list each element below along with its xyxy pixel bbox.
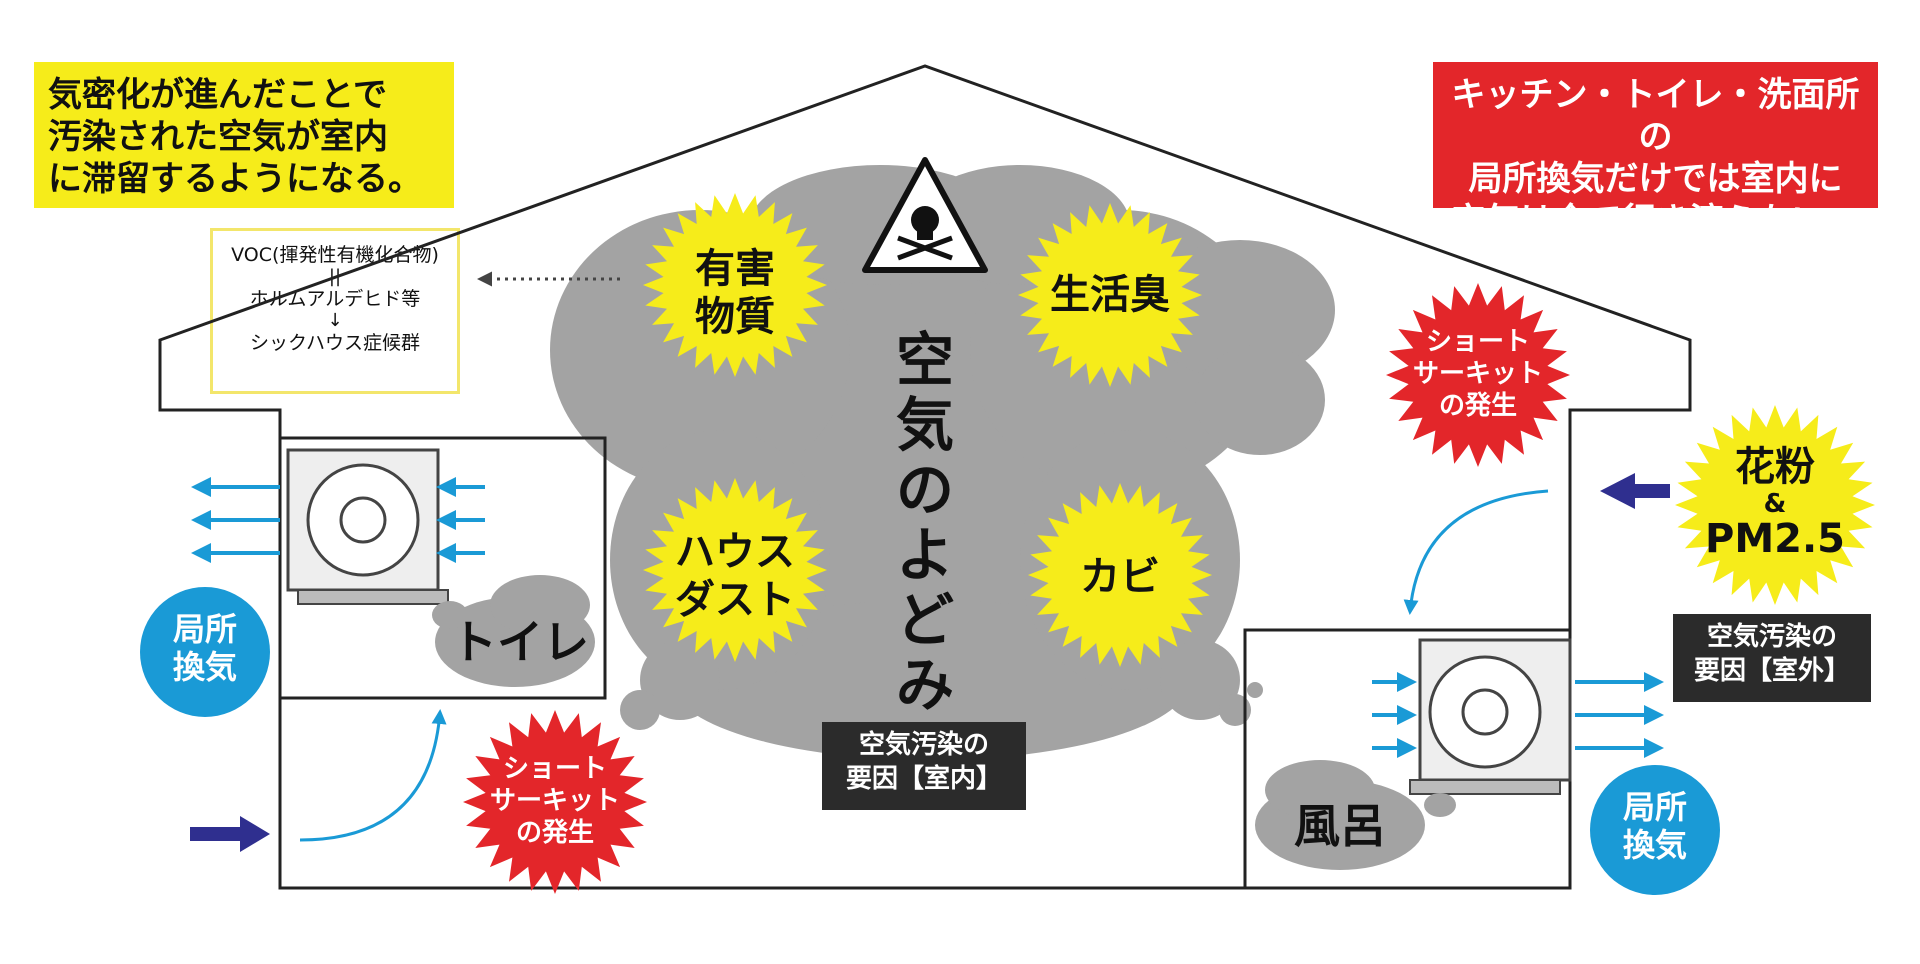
burst-harmful-substances: [643, 193, 827, 377]
local-vent-left-line-1: 局所: [173, 610, 237, 648]
burst-pollen-line-2: &: [1764, 489, 1787, 519]
local-ventilation-note-line-2: 局所換気だけでは室内に: [1468, 159, 1843, 199]
outdoor-caption-line-2: 要因【室外】: [1693, 656, 1850, 686]
toilet-exhaust-arrows: [191, 477, 280, 563]
burst-mold-label: カビ: [1080, 554, 1160, 600]
inflow-arrow-right: [1600, 473, 1670, 509]
air-stagnation-label: 空 気 の よ ど み: [896, 326, 954, 719]
inflow-arrow-left: [190, 816, 270, 852]
short-circuit-bottom-line-1: ショート: [503, 754, 607, 784]
burst-odor-label: 生活臭: [1050, 272, 1170, 318]
burst-dust-line-1: ハウス: [675, 529, 795, 575]
local-ventilation-note: キッチン・トイレ・洗面所の 局所換気だけでは室内に 空気は全て行き渡らない。: [1433, 62, 1878, 241]
burst-short-circuit-top: [1386, 283, 1570, 467]
stagnation-char-4: よ: [896, 521, 954, 589]
burst-living-odor: [1018, 203, 1202, 387]
bath-cloud: [1255, 760, 1456, 870]
local-vent-right-line-1: 局所: [1623, 788, 1687, 826]
short-circuit-path-right: [1403, 489, 1549, 615]
burst-pollen-line-3: PM2.5: [1705, 516, 1845, 562]
burst-pollen-pm25: [1675, 405, 1875, 605]
airtight-note-line-2: 汚染された空気が室内: [48, 117, 388, 157]
local-vent-left-line-2: 換気: [173, 648, 237, 686]
voc-box: VOC(揮発性有機化合物) || ホルムアルデヒド等 ↓ シックハウス症候群: [210, 228, 460, 394]
local-ventilation-note-line-3: 空気は全て行き渡らない。: [1451, 201, 1860, 241]
toilet-room: [278, 436, 607, 700]
stagnation-char-2: 気: [896, 391, 954, 459]
short-circuit-top-line-1: ショート: [1426, 327, 1530, 357]
outdoor-caption-line-1: 空気汚染の: [1706, 622, 1837, 652]
burst-short-circuit-bottom: [463, 710, 647, 894]
burst-house-dust: [643, 478, 827, 662]
bath-label: 風呂: [1294, 799, 1386, 853]
voc-line: VOC(揮発性有機化合物): [231, 244, 439, 266]
indoor-caption-line-2: 要因【室内】: [845, 764, 1002, 794]
local-vent-right-badge: [1590, 765, 1720, 895]
toilet-intake-arrows: [436, 477, 485, 563]
short-circuit-path-left: [299, 709, 447, 842]
local-vent-right-line-2: 換気: [1623, 826, 1687, 864]
burst-harmful-line-1: 有害: [695, 246, 775, 292]
toilet-label: トイレ: [451, 615, 589, 669]
short-circuit-top-line-2: サーキット: [1413, 359, 1543, 389]
indoor-caption-line-1: 空気汚染の: [858, 730, 989, 760]
burst-harmful-line-2: 物質: [695, 294, 775, 340]
toilet-cloud: [432, 575, 595, 687]
sick-house-line: シックハウス症候群: [249, 332, 421, 354]
indoor-cause-caption: 空気汚染の 要因【室内】: [822, 722, 1026, 810]
airtight-note-line-3: に滞留するようになる。: [48, 159, 422, 199]
burst-dust-line-2: ダスト: [675, 577, 795, 623]
outdoor-cause-caption: 空気汚染の 要因【室外】: [1673, 614, 1871, 702]
toilet-fan-icon: [286, 448, 449, 605]
bath-fan-icon: [1409, 638, 1572, 795]
burst-mold: [1028, 483, 1212, 667]
local-vent-left-badge: [140, 587, 270, 717]
bath-exhaust-arrows: [1575, 672, 1664, 758]
stagnation-char-1: 空: [896, 326, 954, 394]
airtight-note: 気密化が進んだことで 汚染された空気が室内 に滞留するようになる。: [34, 62, 454, 208]
stagnation-char-5: ど: [896, 586, 954, 654]
airtight-note-line-1: 気密化が進んだことで: [48, 75, 387, 115]
skull-hazard-icon: [862, 157, 988, 273]
short-circuit-top-line-3: の発生: [1439, 391, 1517, 421]
bath-intake-arrows: [1372, 672, 1417, 758]
short-circuit-bottom-line-2: サーキット: [490, 786, 620, 816]
short-circuit-bottom-line-3: の発生: [516, 818, 594, 848]
local-ventilation-note-line-1: キッチン・トイレ・洗面所の: [1451, 75, 1860, 157]
burst-pollen-line-1: 花粉: [1735, 444, 1815, 490]
stagnation-char-3: の: [896, 456, 954, 524]
stagnation-char-6: み: [896, 651, 954, 719]
voc-down-arrow: ↓: [327, 310, 343, 331]
